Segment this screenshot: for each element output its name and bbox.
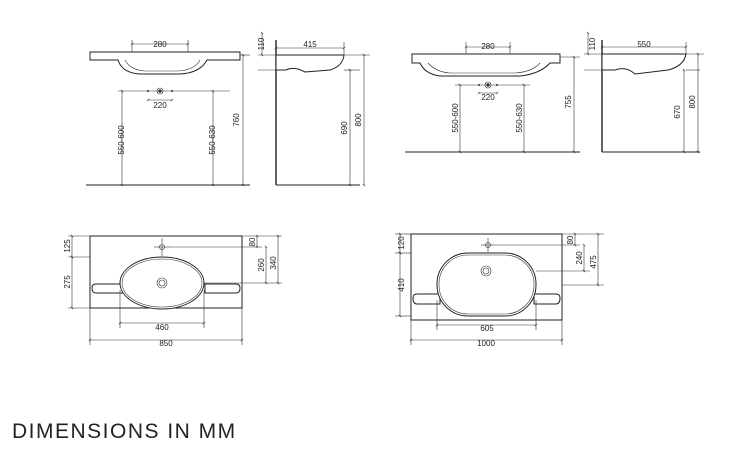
dim-b-front-h2: 550-630 xyxy=(515,103,524,133)
dim-b-plan-bowl: 240 xyxy=(575,251,584,265)
dim-b-side-h1: 670 xyxy=(673,105,682,119)
dim-a-side-total: 800 xyxy=(354,113,363,127)
basin-b-plan-view: 120 410 80 240 475 605 1000 xyxy=(395,232,604,348)
dim-a-plan-d2: 340 xyxy=(269,256,278,270)
dim-a-plan-width: 850 xyxy=(159,339,173,348)
dim-a-front-h1: 550-600 xyxy=(117,125,126,155)
dim-b-side-total: 800 xyxy=(688,95,697,109)
dim-b-front-tap: 220 xyxy=(481,93,495,102)
dim-b-plan-width: 1000 xyxy=(477,339,495,348)
dim-b-plan-bowl-width: 605 xyxy=(480,324,494,333)
dimensions-caption: DIMENSIONS IN MM xyxy=(12,420,237,443)
basin-b-front-body xyxy=(411,53,561,77)
dim-b-front-h1: 550-600 xyxy=(451,103,460,133)
basin-a-bowl xyxy=(119,256,205,310)
basin-a-plan-view: 125 275 80 260 340 460 850 xyxy=(63,234,282,348)
dim-a-side-depth: 415 xyxy=(303,40,317,49)
dim-a-side-top: 110 xyxy=(257,37,266,50)
basin-a-side-elevation: 415 110 690 800 xyxy=(257,31,370,187)
basin-a-front-elevation: 280 220 550-600 550-630 760 xyxy=(86,40,250,187)
dim-b-plan-depth: 410 xyxy=(397,278,406,292)
basin-b-front-elevation: 280 220 550-600 550-630 755 xyxy=(405,42,580,154)
basin-a-front-bowl xyxy=(124,59,201,72)
dim-a-front-tap: 220 xyxy=(153,101,167,110)
dim-a-plan-top: 125 xyxy=(63,239,72,253)
dim-b-side-top: 110 xyxy=(588,37,597,50)
dim-a-plan-depth: 275 xyxy=(63,275,72,289)
dim-b-front-width: 280 xyxy=(481,42,495,51)
dim-a-plan-tap: 80 xyxy=(248,237,257,246)
dim-b-plan-top: 120 xyxy=(397,236,406,250)
basin-b-bowl xyxy=(436,252,537,317)
dim-b-plan-d2: 475 xyxy=(589,255,598,269)
dim-a-front-total: 760 xyxy=(232,113,241,127)
basin-b-side-body xyxy=(601,53,687,75)
right-handle-slot xyxy=(204,283,241,294)
dim-b-plan-tap: 80 xyxy=(566,235,575,244)
basin-a-front-body xyxy=(89,51,241,75)
left-handle-slot xyxy=(412,293,441,305)
drain xyxy=(156,277,168,289)
basin-a-side-body xyxy=(275,54,345,73)
basin-b-side-elevation: 550 110 670 800 xyxy=(584,31,704,154)
dim-a-front-width: 280 xyxy=(153,40,167,49)
dim-a-side-h1: 690 xyxy=(340,121,349,135)
dim-a-front-h2: 550-630 xyxy=(208,125,217,155)
dim-b-front-total: 755 xyxy=(564,95,573,109)
dim-b-side-depth: 550 xyxy=(637,40,651,49)
drain xyxy=(480,265,492,277)
right-handle-slot xyxy=(533,293,561,305)
dim-a-plan-bowl: 260 xyxy=(257,258,266,272)
dim-a-plan-bowl-width: 460 xyxy=(155,323,169,332)
